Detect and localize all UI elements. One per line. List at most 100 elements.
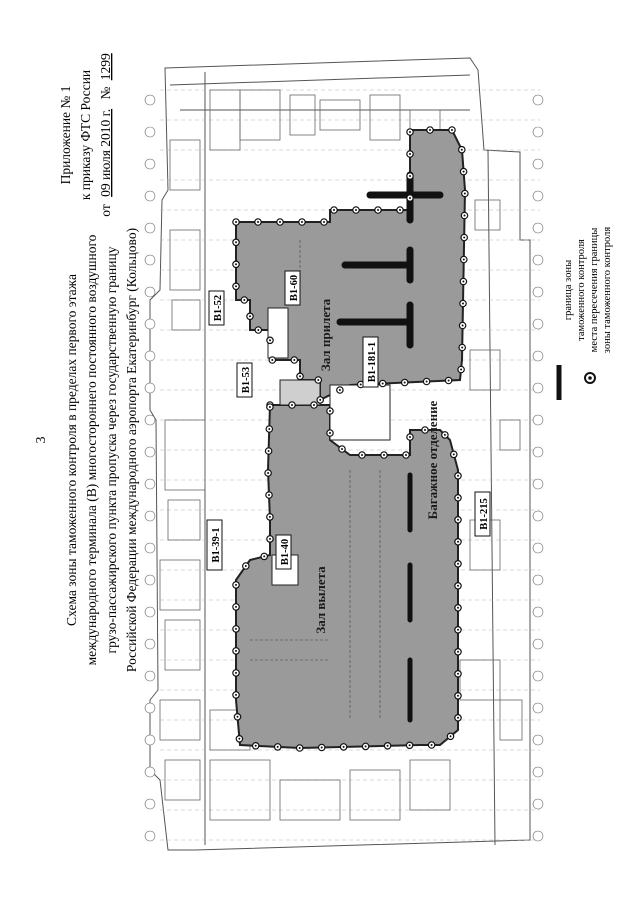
crossing-point-dot [235, 263, 237, 266]
grid-axis-bubble [532, 606, 544, 618]
grid-axis-bubble [144, 510, 156, 522]
crossing-point-dot [457, 518, 459, 521]
crossing-point-dot [244, 565, 247, 567]
crossing-point-dot [268, 515, 271, 518]
crossing-point-dot [461, 324, 464, 327]
crossing-point-dot [355, 209, 357, 211]
grid-axis-bubble [144, 574, 156, 586]
crossing-point-dot [430, 744, 433, 746]
crossing-point-dot [457, 474, 459, 477]
grid-axis-bubble [532, 798, 544, 810]
grid-axis-bubble [144, 126, 156, 138]
crossing-point-dot [425, 380, 428, 383]
crossing-point-dot [341, 448, 343, 450]
room-label-b1-53: В1-53 [241, 367, 252, 393]
crossing-point-dot [462, 170, 465, 173]
crossing-point-dot [457, 716, 459, 719]
crossing-point-dot [443, 433, 446, 436]
zone-label-departure: Зал вылета [313, 566, 328, 634]
crossing-point-dot [235, 285, 237, 288]
crossing-point-dot [429, 129, 431, 131]
crossing-point-dot [457, 496, 459, 499]
zone-crossing-points [232, 126, 469, 752]
grid-axis-bubble [532, 190, 544, 202]
crossing-point-dot [457, 540, 459, 543]
arrival-baggage-carousels [336, 171, 444, 349]
room-corridor-area [279, 379, 321, 406]
crossing-point-dot [235, 627, 237, 630]
page-number: 3 [34, 437, 49, 444]
crossing-point-dot [271, 359, 274, 361]
crossing-point-dot [268, 406, 271, 408]
grid-axis-bubble [144, 414, 156, 426]
crossing-point-dot [377, 209, 379, 211]
grid-axis-bubble [532, 638, 544, 650]
grid-axis-bubble [532, 158, 544, 170]
grid-axis-bubble [532, 318, 544, 330]
appendix-block: Приложение № 1 к приказу ФТС России от 0… [58, 53, 113, 217]
grid-axis-bubble [532, 670, 544, 682]
crossing-point-dot [424, 429, 426, 431]
grid-axis-bubble [144, 638, 156, 650]
crossing-point-dot [257, 329, 260, 331]
crossing-point-dot [457, 672, 459, 675]
crossing-point-dot [263, 555, 266, 558]
label-box-b1-60: В1-60 [284, 270, 301, 306]
grid-axis-bubble [144, 318, 156, 330]
crossing-point-dot [457, 562, 459, 565]
room-label-b1-40: В1-40 [280, 539, 291, 565]
crossing-point-dot [463, 236, 466, 239]
appendix-date: 09 июля 2010 г. [98, 109, 113, 197]
label-box-b1-52: В1-52 [208, 290, 225, 326]
grid-axis-bubble [532, 766, 544, 778]
grid-axis-bubble [144, 702, 156, 714]
grid-axis-bubble [144, 446, 156, 458]
grid-axis-bubble [532, 702, 544, 714]
room-label-b1-215: В1-215 [479, 498, 490, 530]
crossing-point-dot [249, 315, 251, 318]
crossing-point-dot [319, 398, 322, 401]
legend-crossing-point-dot [588, 376, 592, 380]
crossing-point-dot [293, 359, 296, 361]
crossing-point-dot [359, 383, 362, 386]
zone-interior-details [250, 240, 381, 720]
crossing-point-dot [243, 299, 246, 301]
crossing-point-dot [409, 175, 411, 177]
top-roof-line [169, 74, 471, 86]
crossing-point-dot [235, 221, 237, 223]
grid-axis-bubble [532, 350, 544, 362]
grid-axis-bubble [144, 766, 156, 778]
room-label-b1-39-1: В1-39-1 [211, 528, 222, 563]
crossing-point-dot [267, 450, 270, 452]
grid-axis-bubble [144, 606, 156, 618]
label-box-b1-215: В1-215 [474, 491, 491, 537]
crossing-point-dot [333, 209, 335, 211]
grid-axis-bubble [144, 190, 156, 202]
carousel-2 [341, 246, 414, 284]
grid-axis-bubble [532, 94, 544, 106]
appendix-date-prefix: от [98, 204, 113, 217]
crossing-point-dot [409, 153, 411, 155]
crossing-point-dot [268, 428, 271, 430]
label-box-b1-39-1: В1-39-1 [206, 519, 223, 571]
crossing-point-dot [449, 735, 452, 738]
grid-axis-bubble [532, 478, 544, 490]
label-box-b1-40: В1-40 [275, 534, 292, 570]
crossing-point-dot [254, 744, 257, 747]
crossing-point-dot [361, 454, 363, 456]
crossing-point-dot [463, 192, 466, 195]
grid-axis-bubble [532, 542, 544, 554]
grid-axis-bubble [532, 510, 544, 522]
crossing-point-dot [381, 382, 384, 385]
zone-labels: Зал прилета Зал вылета Багажное отделени… [313, 298, 440, 633]
appendix-number-prefix: № [98, 87, 113, 100]
crossing-point-dot [235, 671, 237, 674]
crossing-point-dot [461, 346, 464, 349]
label-box-b1-53: В1-53 [236, 362, 253, 398]
crossing-point-dot [463, 214, 466, 217]
crossing-point-dot [236, 715, 239, 718]
crossing-point-dot [457, 584, 459, 587]
grid-axis-bubble [532, 222, 544, 234]
crossing-point-dot [462, 258, 465, 261]
